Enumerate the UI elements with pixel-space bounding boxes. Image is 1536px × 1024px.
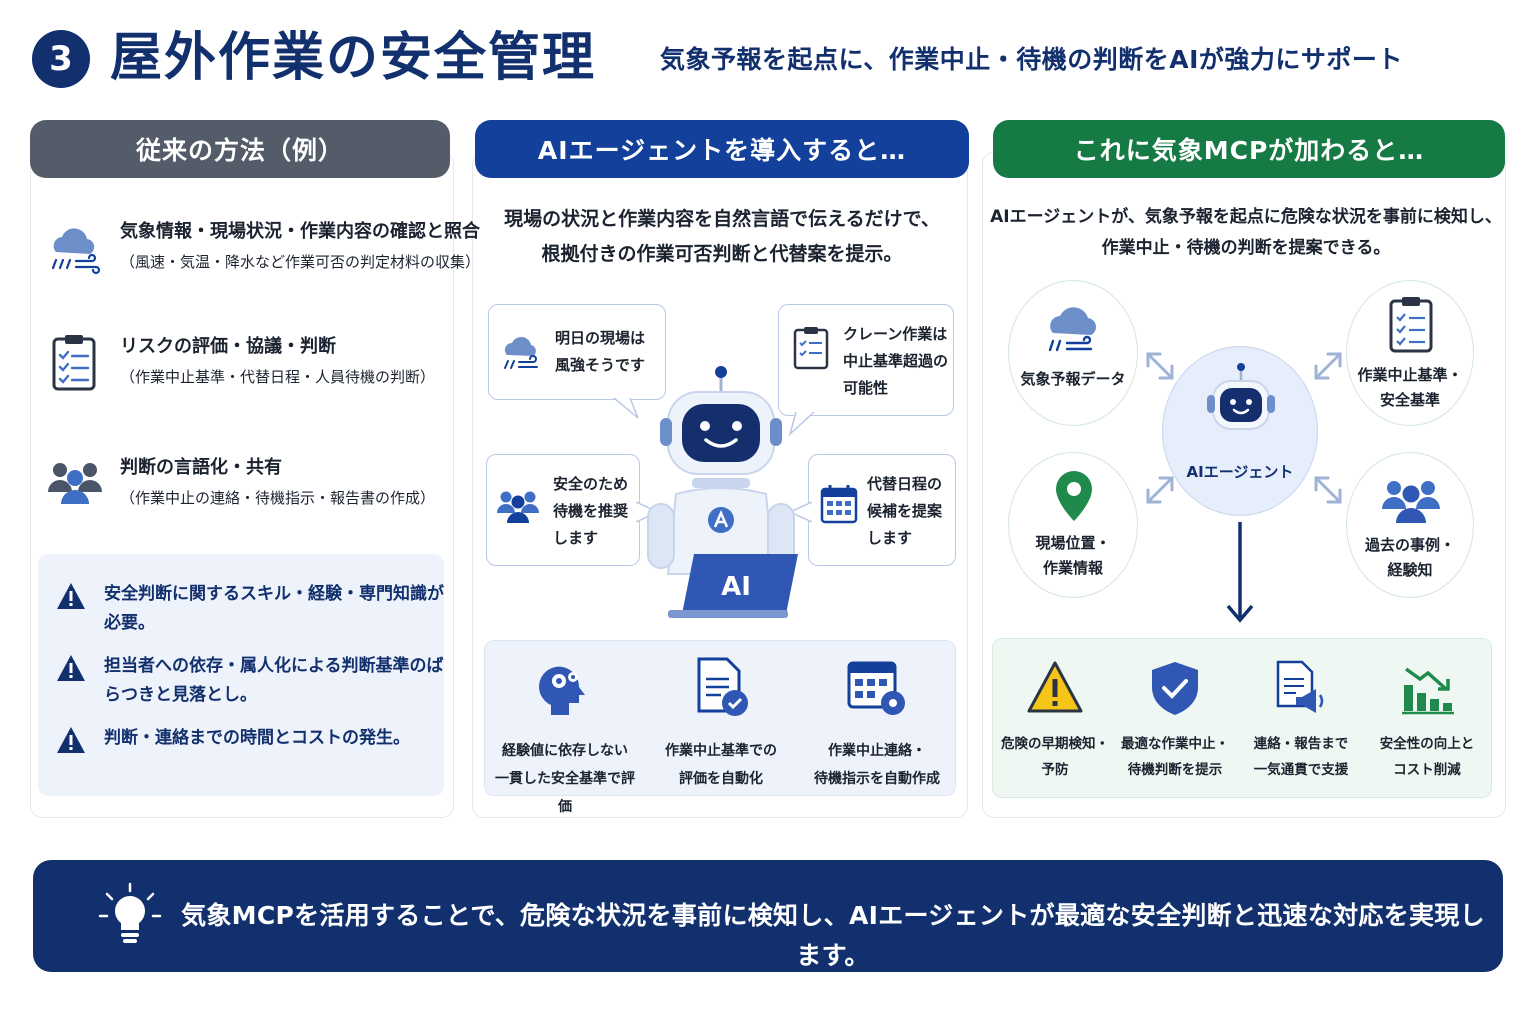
page-subtitle: 気象予報を起点に、作業中止・待機の判断をAIが強力にサポート: [660, 45, 1403, 74]
issue-text: 担当者への依存・属人化による判断基準のばらつきと見落とし。: [104, 656, 444, 705]
ai-benefits-box: 経験値に依存しない 一貫した安全基準で評価 作業中止基準での 評価を自動化 作業…: [484, 640, 956, 815]
node-label: 作業中止基準・ 安全基準: [1357, 366, 1463, 409]
ai-agent-label: AIエージェント: [1186, 463, 1294, 481]
page-title: 屋外作業の安全管理: [110, 28, 597, 88]
section-number-badge: 3: [32, 30, 90, 88]
result-text: 安全性の向上と コスト削減: [1379, 736, 1475, 778]
document-check-icon: [697, 657, 748, 716]
weather-mcp-heading: これに気象MCPが加わると…: [993, 120, 1505, 178]
double-arrow-icon: [1314, 476, 1342, 504]
calendar-gear-icon: [847, 661, 905, 715]
ai-agent-heading: AIエージェントを導入すると…: [475, 120, 969, 178]
people-icon: [497, 491, 539, 523]
benefit-item: 作業中止連絡・ 待機指示を自動作成: [801, 655, 953, 793]
double-arrow-icon: [1146, 476, 1174, 504]
item-main-text: 判断の言語化・共有: [120, 457, 282, 478]
warning-icon: [1027, 661, 1083, 713]
source-node: 現場位置・ 作業情報: [1008, 452, 1138, 598]
benefit-text: 作業中止基準での 評価を自動化: [665, 743, 777, 787]
conventional-heading: 従来の方法（例）: [30, 120, 450, 178]
bubble-text: クレーン作業は 中止基準超過の 可能性: [843, 325, 949, 397]
item-main-text: リスクの評価・協議・判断: [120, 336, 336, 357]
weather-icon: [51, 228, 101, 275]
result-item: 安全性の向上と コスト削減: [1365, 659, 1489, 783]
warning-icon: [57, 655, 85, 681]
speech-bubble: クレーン作業は 中止基準超過の 可能性: [778, 304, 954, 416]
lightbulb-icon: [98, 882, 162, 943]
result-item: 連絡・報告まで 一気通貫で支援: [1239, 659, 1363, 783]
result-text: 危険の早期検知・ 予防: [1001, 736, 1109, 778]
warning-icon: [57, 583, 85, 609]
double-arrow-icon: [1314, 352, 1342, 380]
source-node: 気象予報データ: [1008, 280, 1138, 426]
document-megaphone-icon: [1276, 660, 1324, 713]
result-item: 最適な作業中止・ 待機判断を提示: [1113, 659, 1237, 783]
weather-icon: [1048, 307, 1096, 352]
summary-banner: 気象MCPを活用することで、危険な状況を事前に検知し、AIエージェントが最適な安…: [33, 860, 1503, 972]
speech-bubble: 代替日程の 候補を提案 します: [808, 454, 956, 566]
item-main-text: 気象情報・現場状況・作業内容の確認と照合: [120, 221, 480, 242]
result-text: 最適な作業中止・ 待機判断を提示: [1121, 736, 1229, 778]
robot-head-icon: [1207, 363, 1275, 430]
chart-down-icon: [1402, 667, 1454, 715]
issues-box: 安全判断に関するスキル・経験・専門知識が必要。 担当者への依存・属人化による判断…: [38, 554, 444, 796]
bubble-text: 明日の現場は 風強そうです: [555, 329, 646, 374]
double-arrow-icon: [1146, 352, 1174, 380]
summary-text: 気象MCPを活用することで、危険な状況を事前に検知し、AIエージェントが最適な安…: [181, 901, 1485, 970]
node-label: 気象予報データ: [1020, 370, 1126, 388]
source-node: 過去の事例・ 経験知: [1346, 452, 1474, 598]
weather-icon: [504, 336, 538, 369]
ai-agent-lead: 現場の状況と作業内容を自然言語で伝えるだけで、 根拠付きの作業可否判断と代替案を…: [478, 202, 966, 272]
item-sub-text: （作業中止基準・代替日程・人員待機の判断）: [120, 368, 436, 386]
bubble-tail: [613, 398, 639, 419]
laptop-label: AI: [721, 572, 751, 602]
mcp-results-box: 危険の早期検知・ 予防 最適な作業中止・ 待機判断を提示 連絡・報告まで 一気通…: [992, 638, 1492, 798]
people-icon: [48, 463, 102, 504]
item-sub-text: （作業中止の連絡・待機指示・報告書の作成）: [120, 489, 436, 507]
benefit-item: 作業中止基準での 評価を自動化: [645, 655, 797, 793]
brain-gear-icon: [539, 666, 585, 715]
checklist-icon: [793, 327, 829, 370]
result-text: 連絡・報告まで 一気通貫で支援: [1253, 736, 1349, 778]
lead-text: 現場の状況と作業内容を自然言語で伝えるだけで、 根拠付きの作業可否判断と代替案を…: [504, 208, 940, 265]
benefit-item: 経験値に依存しない 一貫した安全基準で評価: [489, 655, 641, 821]
warning-icon: [57, 727, 85, 753]
benefit-text: 作業中止連絡・ 待機指示を自動作成: [814, 743, 940, 787]
source-node: 作業中止基準・ 安全基準: [1346, 280, 1474, 426]
bubble-text: 安全のため 待機を推奨 します: [553, 475, 629, 547]
shield-check-icon: [1152, 662, 1198, 715]
bubble-text: 代替日程の 候補を提案 します: [867, 475, 943, 547]
result-item: 危険の早期検知・ 予防: [993, 659, 1117, 783]
checklist-icon: [1389, 297, 1433, 353]
down-arrow-icon: [1226, 522, 1254, 623]
ai-agent-node: AIエージェント: [1162, 346, 1318, 516]
robot-illustration: [647, 366, 798, 618]
issue-text: 安全判断に関するスキル・経験・専門知識が必要。: [104, 584, 444, 633]
clipboard-icon: [52, 335, 96, 391]
map-pin-icon: [1056, 471, 1092, 521]
issue-text: 判断・連絡までの時間とコストの発生。: [104, 728, 410, 748]
item-sub-text: （風速・気温・降水など作業可否の判定材料の収集）: [120, 253, 481, 271]
calendar-icon: [820, 485, 858, 524]
weather-mcp-lead: AIエージェントが、気象予報を起点に危険な状況を事前に検知し、 作業中止・待機の…: [986, 202, 1506, 264]
bubble-tail: [788, 412, 815, 436]
people-icon: [1382, 481, 1440, 523]
lead-text: AIエージェントが、気象予報を起点に危険な状況を事前に検知し、 作業中止・待機の…: [990, 207, 1502, 258]
node-label: 現場位置・ 作業情報: [1035, 534, 1111, 577]
node-label: 過去の事例・ 経験知: [1364, 536, 1455, 579]
benefit-text: 経験値に依存しない 一貫した安全基準で評価: [495, 743, 635, 815]
page-header: 3 屋外作業の安全管理 気象予報を起点に、作業中止・待機の判断をAIが強力にサポ…: [32, 26, 1512, 90]
speech-bubble: 安全のため 待機を推奨 します: [486, 454, 640, 566]
speech-bubble: 明日の現場は 風強そうです: [488, 304, 666, 400]
